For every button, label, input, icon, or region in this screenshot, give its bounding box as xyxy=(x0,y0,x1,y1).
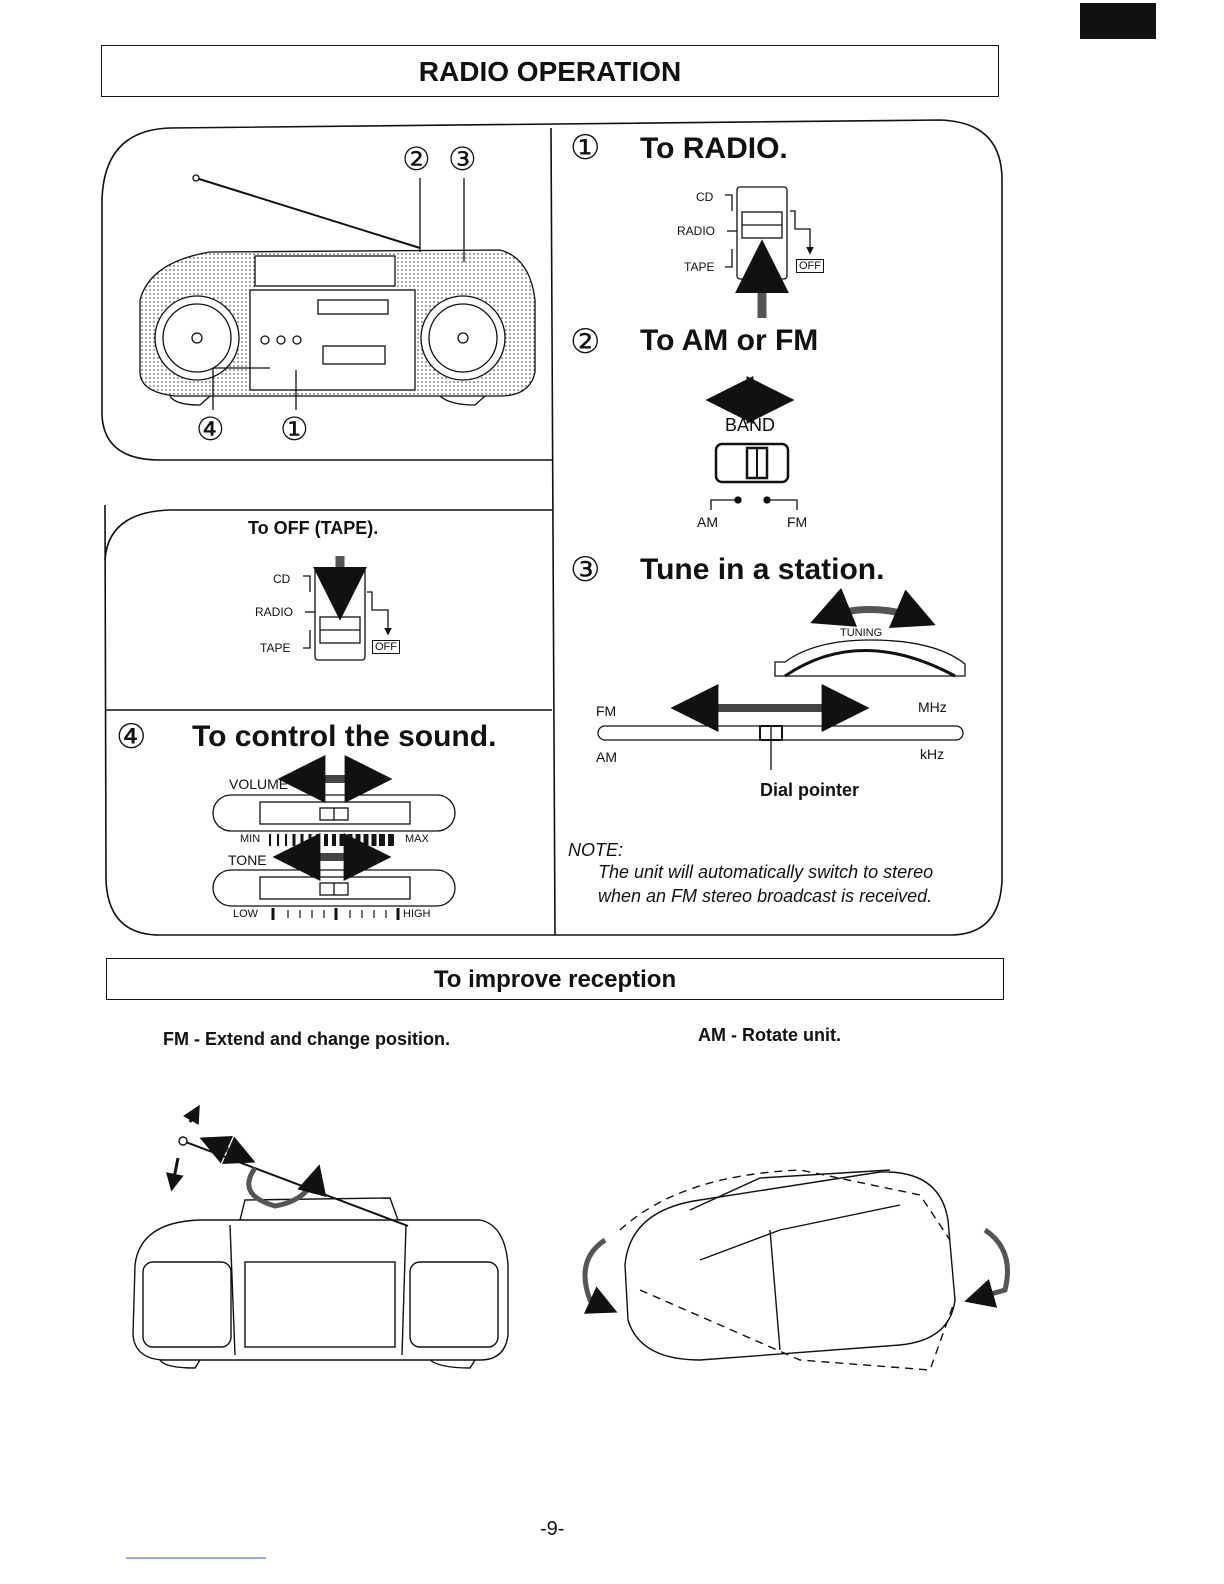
reception-title: To improve reception xyxy=(106,958,1004,1000)
dial-mhz-label: MHz xyxy=(918,699,947,715)
sound-controls-diagram xyxy=(212,755,456,907)
radio-switch-radio-label: RADIO xyxy=(677,224,716,238)
band-am-label: AM xyxy=(697,514,718,530)
tuning-label: TUNING xyxy=(840,627,883,639)
callout-1: ① xyxy=(280,410,309,448)
callout-3: ③ xyxy=(448,140,477,178)
callout-2: ② xyxy=(402,140,431,178)
callout-2-text: ② xyxy=(402,141,431,177)
step-1-number: ① xyxy=(570,129,601,167)
dial-am-label: AM xyxy=(596,749,617,765)
step-2-title: To AM or FM xyxy=(640,324,819,357)
dial-khz-label: kHz xyxy=(920,746,945,762)
off-switch-off-label: OFF xyxy=(372,640,400,654)
band-fm-label: FM xyxy=(787,514,808,530)
fm-tip: FM - Extend and change position. xyxy=(163,1029,451,1049)
off-switch-diagram xyxy=(303,556,392,661)
note-text-line-1: The unit will automatically switch to st… xyxy=(598,862,934,882)
volume-min-label: MIN xyxy=(240,833,261,845)
callout-4-text: ④ xyxy=(196,411,225,447)
volume-max-label: MAX xyxy=(405,833,429,845)
radio-switch-cd-label: CD xyxy=(696,190,714,204)
tone-label: TONE xyxy=(228,852,267,868)
reception-title-text: To improve reception xyxy=(433,966,677,993)
note-text-line-2: when an FM stereo broadcast is received. xyxy=(598,886,933,906)
am-rotate-drawing xyxy=(582,1169,1010,1371)
step-4-title: To control the sound. xyxy=(192,720,497,753)
callout-1-text: ① xyxy=(280,411,309,447)
dial-pointer-label: Dial pointer xyxy=(760,780,860,800)
off-panel-title: To OFF (TAPE). xyxy=(248,518,379,538)
tone-high-label: HIGH xyxy=(403,908,431,920)
callout-3-text: ③ xyxy=(448,141,477,177)
step-4-number: ④ xyxy=(116,718,147,756)
callout-4: ④ xyxy=(196,410,225,448)
off-switch-tape-label: TAPE xyxy=(260,641,291,655)
off-switch-cd-label: CD xyxy=(273,572,291,586)
page-title: RADIO OPERATION xyxy=(101,45,999,97)
tone-scale-ticks xyxy=(271,908,400,920)
radio-switch-off-label: OFF xyxy=(796,259,824,273)
section-tab-marker xyxy=(1080,3,1156,39)
off-switch-radio-label: RADIO xyxy=(255,605,294,619)
volume-label: VOLUME xyxy=(229,776,289,792)
fm-antenna-drawing xyxy=(132,1104,509,1369)
radio-switch-diagram xyxy=(725,186,814,318)
page-number: -9- xyxy=(540,1518,565,1540)
band-label: BAND xyxy=(725,415,776,435)
step-3-number: ③ xyxy=(570,551,601,589)
tone-low-label: LOW xyxy=(233,908,259,920)
radio-switch-tape-label: TAPE xyxy=(684,260,715,274)
main-frame xyxy=(101,119,1003,936)
band-switch-diagram xyxy=(705,376,798,510)
boombox-overview-drawing xyxy=(139,174,536,410)
step-2-number: ② xyxy=(570,323,601,361)
volume-scale-ticks xyxy=(269,834,394,846)
am-tip: AM - Rotate unit. xyxy=(698,1025,841,1045)
note-label: NOTE: xyxy=(568,840,624,860)
step-1-title: To RADIO. xyxy=(640,132,788,165)
dial-fm-label: FM xyxy=(596,703,617,719)
step-3-title: Tune in a station. xyxy=(640,553,885,586)
tuning-dial-diagram xyxy=(597,587,966,770)
page-title-text: RADIO OPERATION xyxy=(418,56,682,87)
